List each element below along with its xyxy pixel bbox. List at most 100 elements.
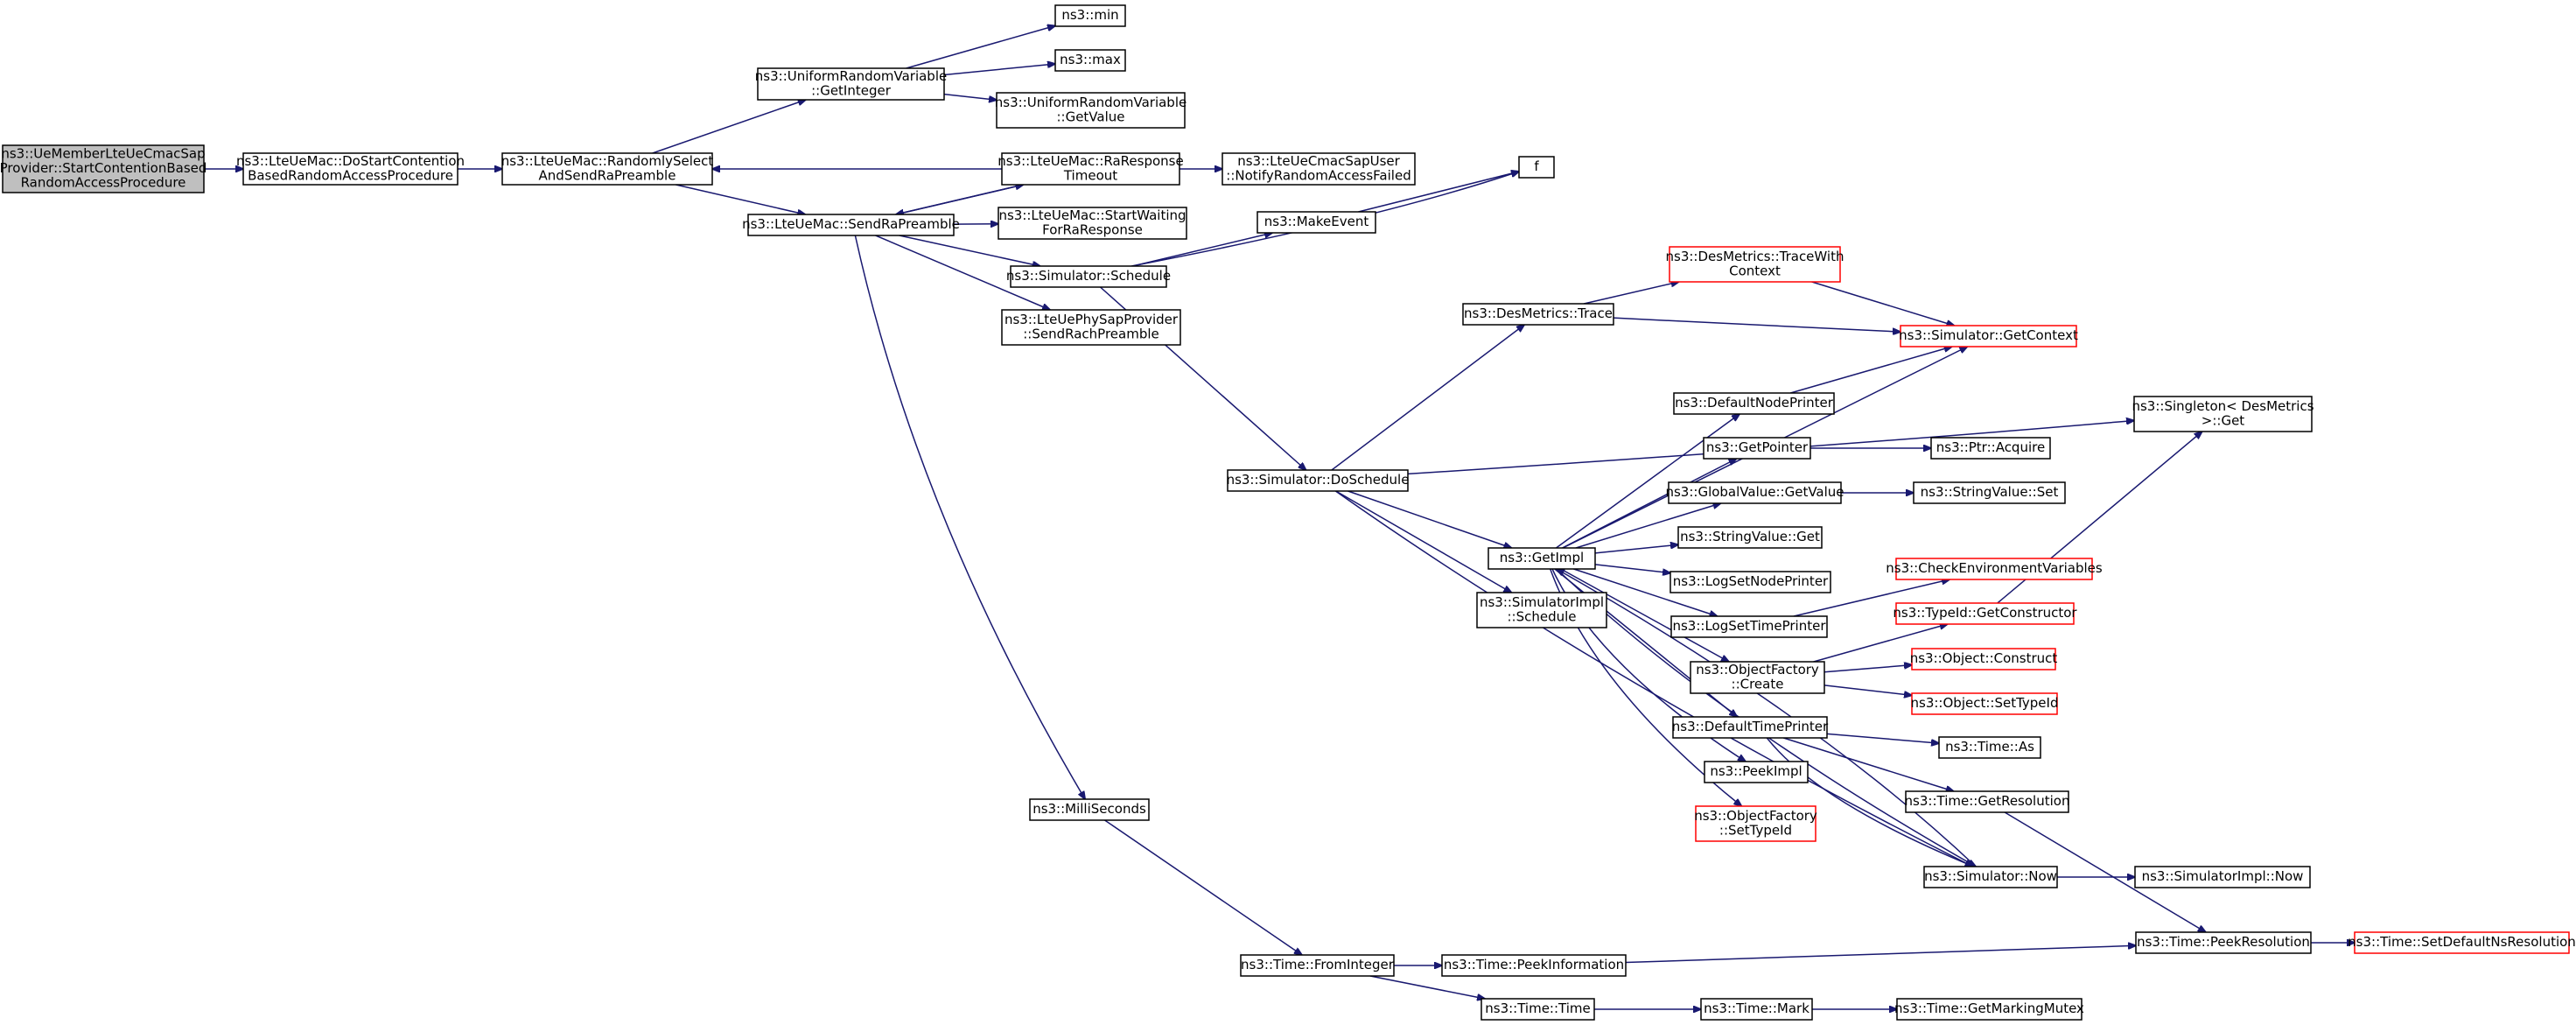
node-getPtr[interactable]: ns3::GetPointer — [1703, 437, 1811, 460]
node-notify[interactable]: ns3::LteUeCmacSapUser::NotifyRandomAcces… — [1222, 152, 1416, 186]
node-ofCreate[interactable]: ns3::ObjectFactory::Create — [1690, 661, 1825, 694]
node-getRes[interactable]: ns3::Time::GetResolution — [1905, 790, 2070, 813]
node-box — [1670, 615, 1828, 638]
node-f[interactable]: f — [1518, 156, 1555, 179]
node-milli[interactable]: ns3::MilliSeconds — [1029, 798, 1150, 821]
node-label: ns3::Object::Construct — [1910, 650, 2058, 666]
edge-randSel-to-sendRa — [676, 184, 805, 214]
node-box — [1700, 998, 1813, 1021]
node-box — [1670, 571, 1831, 593]
node-label: ::NotifyRandomAccessFailed — [1226, 167, 1410, 183]
node-max[interactable]: ns3::max — [1054, 49, 1126, 72]
node-label: ns3::Simulator::Now — [1924, 868, 2057, 884]
node-doStart[interactable]: ns3::LteUeMac::DoStartContentionBasedRan… — [236, 152, 465, 186]
node-uniVal[interactable]: ns3::UniformRandomVariable::GetValue — [995, 92, 1186, 129]
node-defNode[interactable]: ns3::DefaultNodePrinter — [1673, 392, 1835, 415]
node-setDefNs[interactable]: ns3::Time::SetDefaultNsResolution — [2348, 931, 2576, 954]
node-sendRach[interactable]: ns3::LteUePhySapProvider::SendRachPreamb… — [1001, 309, 1181, 346]
node-label: ns3::PeekImpl — [1710, 763, 1802, 779]
edge-makeEvent-to-f — [1358, 172, 1519, 213]
node-box — [1695, 805, 1816, 842]
node-box — [1672, 716, 1828, 739]
node-label: ns3::LogSetTimePrinter — [1672, 618, 1826, 634]
edge-sendRa-to-simSched — [899, 235, 1040, 266]
node-label: BasedRandomAccessProcedure — [248, 167, 453, 183]
node-defTime[interactable]: ns3::DefaultTimePrinter — [1672, 716, 1829, 739]
node-doSched[interactable]: ns3::Simulator::DoSchedule — [1227, 469, 1410, 492]
node-peekImpl[interactable]: ns3::PeekImpl — [1704, 761, 1809, 783]
node-label: ns3::ObjectFactory — [1696, 662, 1819, 677]
node-logNode[interactable]: ns3::LogSetNodePrinter — [1670, 571, 1831, 593]
node-label: Context — [1729, 263, 1781, 278]
node-objSetType[interactable]: ns3::Object::SetTypeId — [1911, 692, 2059, 715]
edge-ofCreate-to-objConstruct — [1824, 665, 1912, 673]
node-simSched[interactable]: ns3::Simulator::Schedule — [1006, 265, 1171, 288]
node-label: ns3::LogSetNodePrinter — [1673, 573, 1829, 589]
node-label: ns3::ObjectFactory — [1694, 808, 1817, 824]
edge-randSel-to-uniInt — [652, 100, 806, 154]
node-label: ns3::min — [1061, 7, 1118, 23]
node-getCtx[interactable]: ns3::Simulator::GetContext — [1899, 325, 2078, 348]
node-singleton[interactable]: ns3::Singleton< DesMetrics>::Get — [2132, 396, 2314, 432]
node-simNow[interactable]: ns3::Simulator::Now — [1923, 866, 2058, 888]
node-label: ns3::LteUeMac::DoStartContention — [236, 153, 465, 169]
node-getImpl[interactable]: ns3::GetImpl — [1488, 547, 1596, 570]
node-ofSetType[interactable]: ns3::ObjectFactory::SetTypeId — [1694, 805, 1817, 842]
node-randSel[interactable]: ns3::LteUeMac::RandomlySelectAndSendRaPr… — [501, 152, 714, 186]
node-label: ns3::Time::GetResolution — [1905, 793, 2070, 809]
node-timeAs[interactable]: ns3::Time::As — [1938, 736, 2041, 759]
node-peekInfo[interactable]: ns3::Time::PeekInformation — [1441, 954, 1627, 977]
node-checkEnv[interactable]: ns3::CheckEnvironmentVariables — [1886, 558, 2103, 580]
node-box — [1895, 602, 2075, 625]
node-label: ns3::Time::Time — [1485, 1000, 1591, 1016]
node-sendRa[interactable]: ns3::LteUeMac::SendRaPreamble — [742, 214, 960, 236]
node-box — [1476, 592, 1607, 628]
node-trace[interactable]: ns3::DesMetrics::Trace — [1462, 303, 1614, 326]
node-getMutex[interactable]: ns3::Time::GetMarkingMutex — [1894, 998, 2084, 1021]
edge-defNode-to-getCtx — [1790, 347, 1951, 394]
node-box — [1913, 481, 2066, 504]
node-uniInt[interactable]: ns3::UniformRandomVariable::GetInteger — [755, 67, 947, 101]
edge-defTime-to-getRes — [1783, 737, 1953, 791]
node-logTime[interactable]: ns3::LogSetTimePrinter — [1670, 615, 1828, 638]
node-root[interactable]: ns3::UeMemberLteUeCmacSapProvider::Start… — [0, 144, 206, 193]
node-timeTime[interactable]: ns3::Time::Time — [1480, 998, 1595, 1021]
node-box — [1001, 309, 1181, 346]
node-box — [1010, 265, 1167, 288]
node-box — [1703, 437, 1811, 460]
node-label: RandomAccessProcedure — [21, 175, 186, 191]
node-label: ns3::Time::As — [1945, 739, 2034, 755]
edge-doSched-to-trace — [1331, 325, 1524, 471]
node-box — [1900, 325, 2077, 348]
node-box — [1480, 998, 1595, 1021]
node-mark[interactable]: ns3::Time::Mark — [1700, 998, 1813, 1021]
node-fromInt[interactable]: ns3::Time::FromInteger — [1240, 954, 1395, 977]
node-box — [1895, 558, 2093, 580]
node-box — [1227, 469, 1409, 492]
node-gvGet[interactable]: ns3::GlobalValue::GetValue — [1665, 481, 1844, 504]
node-getCons[interactable]: ns3::TypeId::GetConstructor — [1893, 602, 2077, 625]
edge-simSched-to-makeEvent — [1132, 233, 1272, 267]
node-svGet[interactable]: ns3::StringValue::Get — [1677, 526, 1823, 549]
edge-getImpl-to-defNode — [1555, 414, 1740, 549]
edge-getImpl-to-svGet — [1594, 544, 1678, 554]
node-box — [1690, 661, 1825, 694]
node-label: ns3::Simulator::GetContext — [1899, 327, 2078, 343]
node-implNow[interactable]: ns3::SimulatorImpl::Now — [2134, 866, 2311, 888]
node-makeEvent[interactable]: ns3::MakeEvent — [1256, 211, 1376, 234]
node-implSched[interactable]: ns3::SimulatorImpl::Schedule — [1476, 592, 1607, 628]
node-peekRes[interactable]: ns3::Time::PeekResolution — [2135, 931, 2312, 954]
node-label: ns3::LteUeMac::RaResponse — [998, 153, 1183, 169]
node-objConstruct[interactable]: ns3::Object::Construct — [1910, 648, 2058, 670]
node-acquire[interactable]: ns3::Ptr::Acquire — [1930, 437, 2051, 460]
edge-sendRa-to-raTimeout — [895, 185, 1024, 215]
node-label: ns3::GlobalValue::GetValue — [1665, 484, 1844, 500]
edge-doSched-to-simNow — [1334, 490, 1972, 867]
edge-uniInt-to-max — [943, 64, 1055, 76]
node-label: ::Create — [1732, 676, 1784, 692]
node-svSet[interactable]: ns3::StringValue::Set — [1913, 481, 2066, 504]
node-min[interactable]: ns3::min — [1054, 4, 1126, 27]
